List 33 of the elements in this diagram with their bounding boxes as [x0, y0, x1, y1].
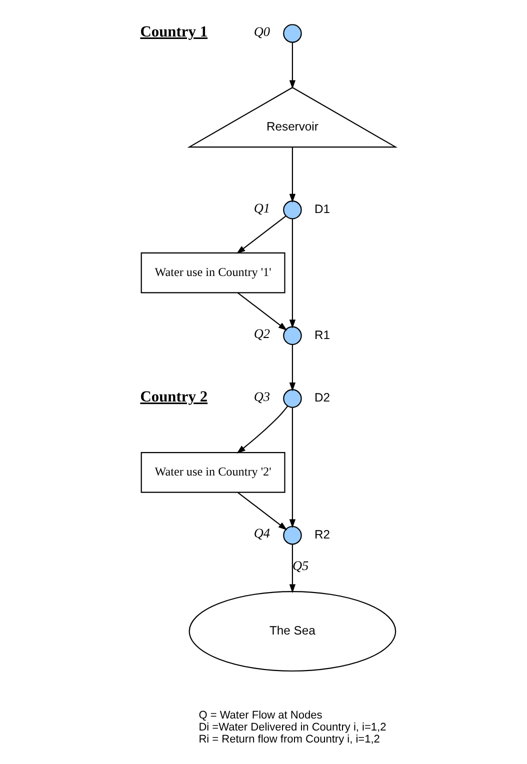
node-label: Q2 [254, 326, 270, 341]
node-label: R2 [314, 527, 330, 542]
node-box: Water use in Country '1' [140, 252, 286, 294]
node-ellipse: The Sea [188, 591, 396, 672]
node-label: D1 [314, 202, 330, 216]
node-circle [283, 326, 302, 346]
arrow [289, 408, 296, 528]
arrow [237, 492, 288, 530]
label: Country 2 [140, 388, 208, 406]
arrow [237, 292, 288, 331]
arrow [289, 218, 296, 329]
node-box: Water use in Country '2' [140, 452, 286, 493]
arrow [289, 544, 296, 594]
label: Ri = Return flow from Country i, i=1,2 [198, 734, 380, 746]
node-label: D2 [314, 390, 330, 405]
node-label: Q1 [254, 200, 270, 216]
label: Di =Water Delivered in Country i, i=1,2 [198, 722, 386, 734]
arrow [236, 216, 286, 254]
node-label: Q3 [254, 388, 270, 404]
label: Country 1 [140, 23, 208, 40]
node-circle [283, 24, 302, 43]
label: Q = Water Flow at Nodes [198, 709, 322, 722]
node-circle [283, 200, 302, 220]
edge-label: Q5 [292, 558, 309, 574]
arrow [289, 344, 296, 392]
node-label: R1 [314, 328, 330, 342]
node-circle [283, 526, 302, 545]
node-circle [283, 389, 302, 408]
arrow [289, 147, 296, 203]
arrow [236, 406, 288, 454]
node-label: Q4 [254, 526, 270, 541]
arrow [289, 42, 296, 90]
node-label: Q0 [254, 24, 270, 39]
